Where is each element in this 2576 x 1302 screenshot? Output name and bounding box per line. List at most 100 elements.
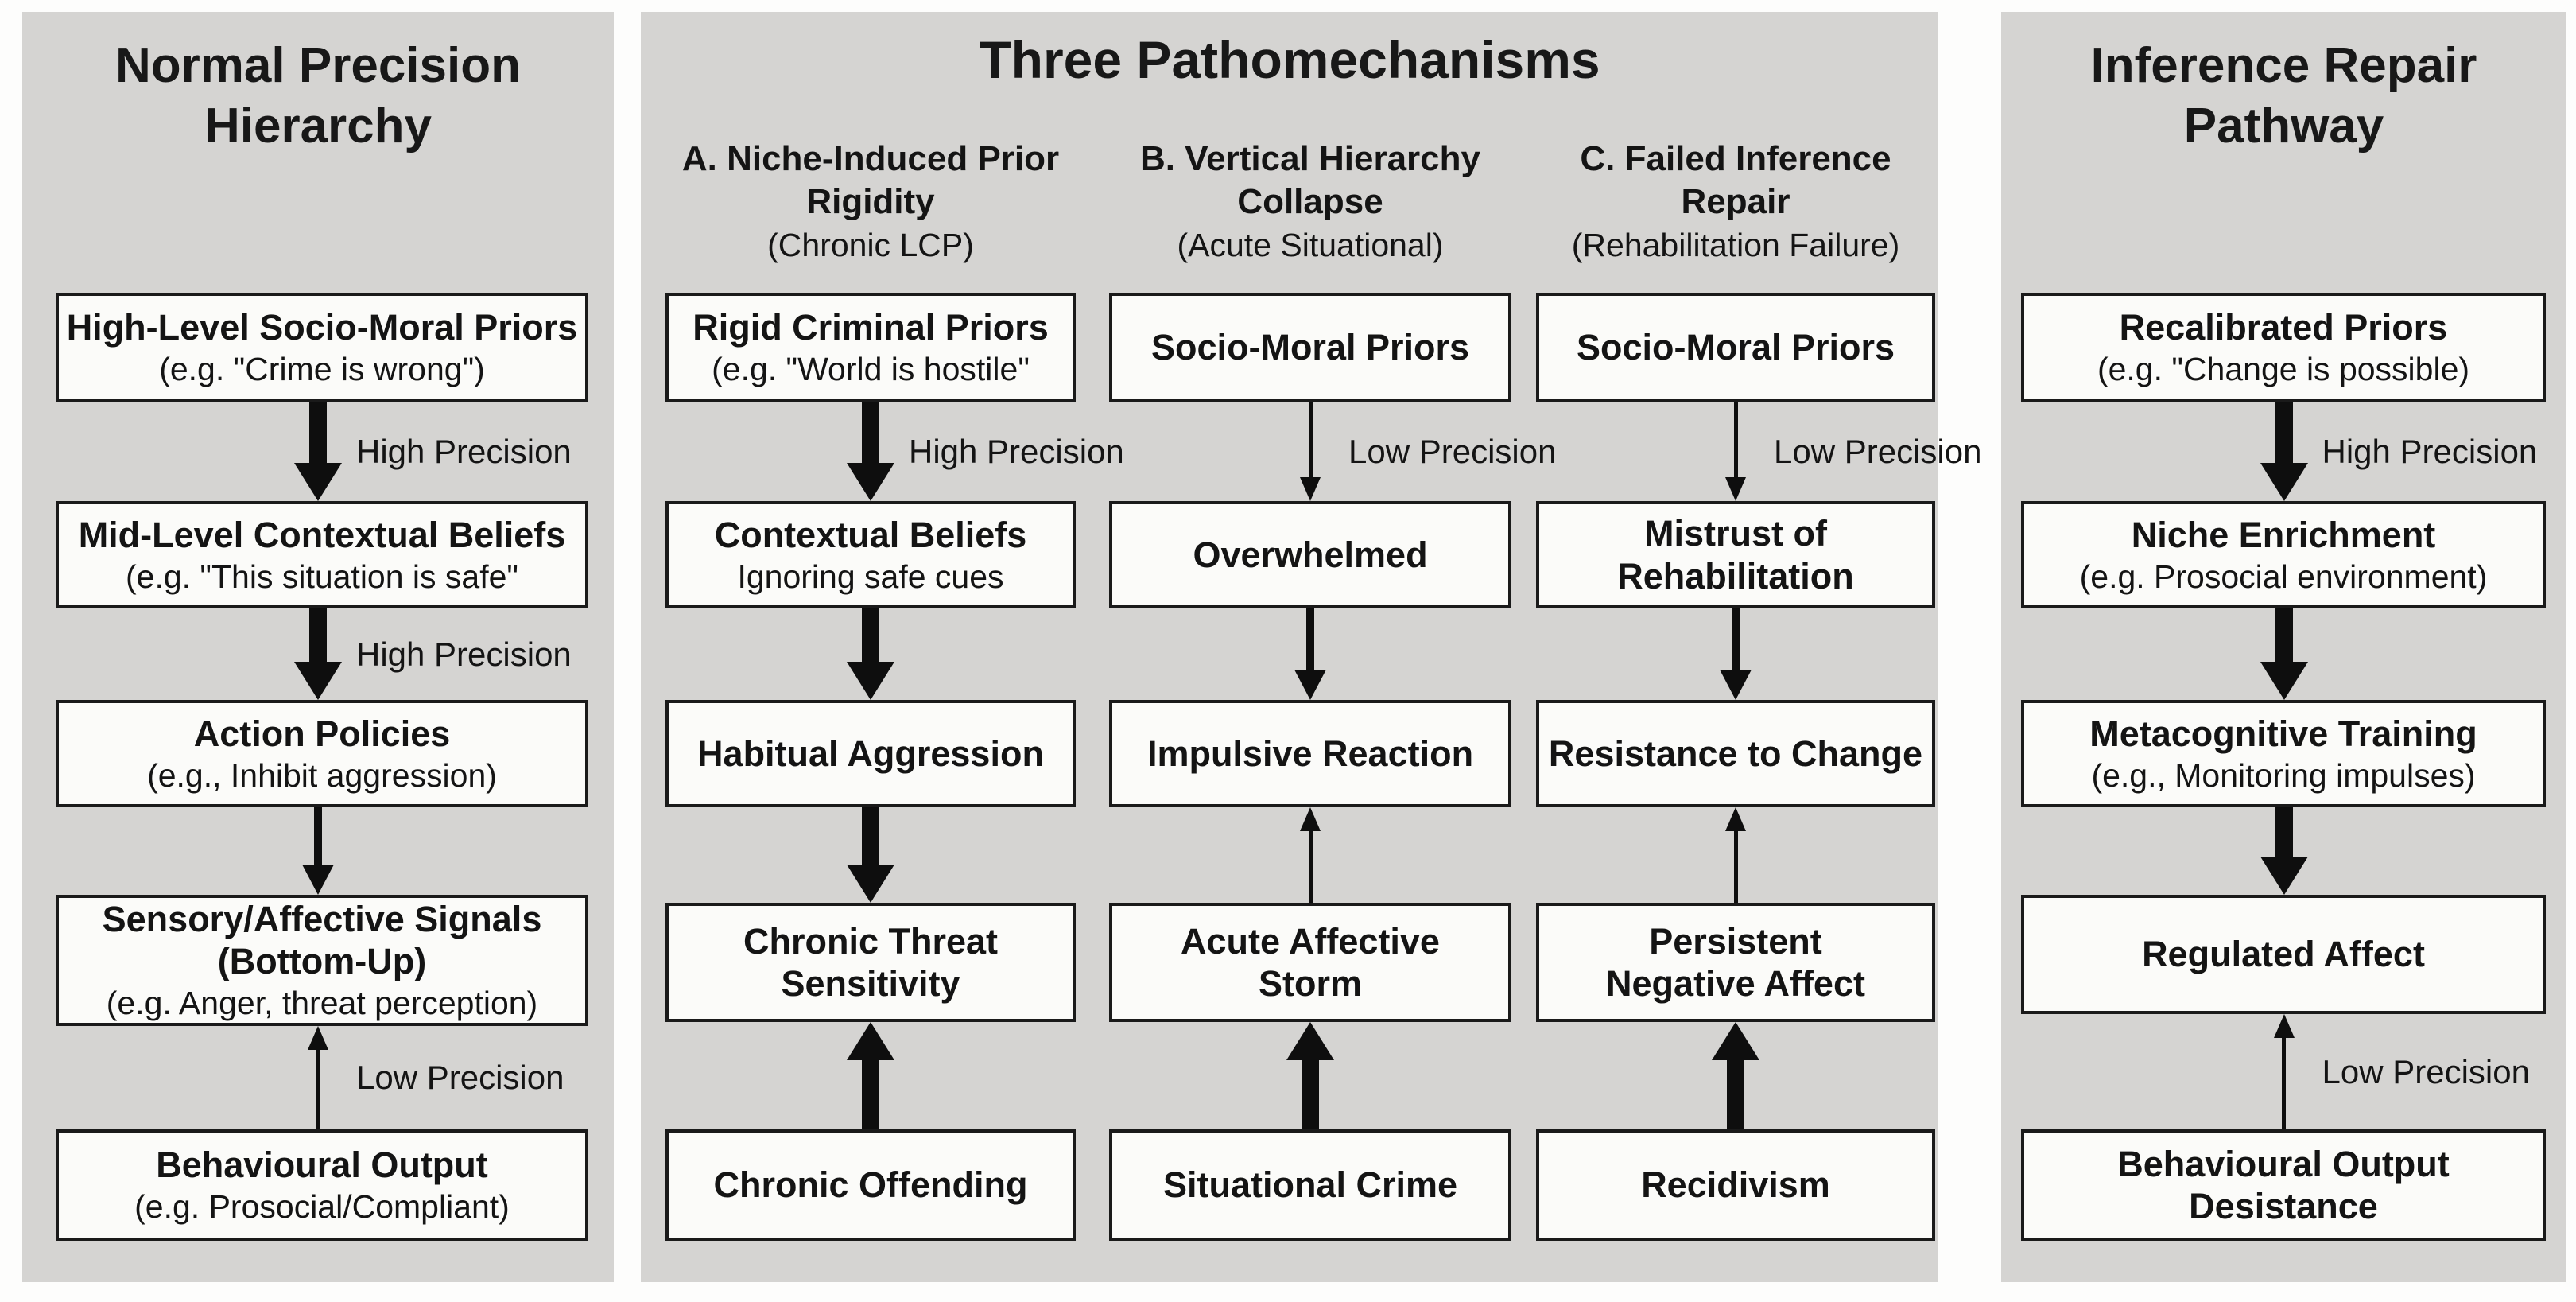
node-title: Chronic Threat Sensitivity [743, 920, 999, 1004]
panel-title-three-pathomechanisms: Three Pathomechanisms [979, 30, 1600, 89]
node-action-policies: Action Policies (e.g., Inhibit aggressio… [56, 700, 588, 807]
node-metacognitive-training: Metacognitive Training (e.g., Monitoring… [2021, 700, 2546, 807]
panel-three-pathomechanisms: Three Pathomechanisms A. Niche-Induced P… [641, 12, 1981, 1282]
node-title: Contextual Beliefs [714, 514, 1027, 555]
edge-a3 [665, 807, 1076, 903]
node-subtitle: (e.g. Prosocial environment) [2079, 558, 2488, 595]
node-sensory-affective-signals: Sensory/Affective Signals (Bottom-Up) (e… [56, 895, 588, 1026]
edge-b4 [1109, 1022, 1511, 1129]
node-situational-crime: Situational Crime [1109, 1129, 1511, 1241]
node-title: Niche Enrichment [2131, 514, 2436, 555]
node-acute-affective-storm: Acute Affective Storm [1109, 903, 1511, 1022]
node-title: Behavioural Output Desistance [2117, 1143, 2450, 1226]
node-high-level-socio-moral-priors: High-Level Socio-Moral Priors (e.g. "Cri… [56, 293, 588, 402]
node-title: Overwhelmed [1193, 534, 1428, 575]
node-socio-moral-priors-b: Socio-Moral Priors [1109, 293, 1511, 402]
edge-label: High Precision [909, 433, 1124, 470]
node-title: Socio-Moral Priors [1576, 327, 1895, 368]
node-title: Recalibrated Priors [2119, 307, 2448, 348]
edge-label: Low Precision [2322, 1052, 2530, 1090]
column-b-header-title: B. Vertical Hierarchy Collapse [1139, 139, 1480, 221]
arrow-down-icon [847, 608, 894, 700]
edge-b1: Low Precision [1109, 402, 1556, 501]
node-resistance-to-change: Resistance to Change [1536, 700, 1935, 807]
node-subtitle: (e.g. "Change is possible) [2097, 351, 2470, 388]
node-subtitle: (e.g. "Crime is wrong") [159, 351, 485, 388]
node-title: Mistrust of Rehabilitation [1617, 513, 1854, 597]
column-a-niche-induced-prior-rigidity: A. Niche-Induced Prior Rigidity (Chronic… [665, 12, 1124, 1282]
arrow-down-icon [1720, 608, 1752, 700]
node-recidivism: Recidivism [1536, 1129, 1935, 1241]
arrow-down-icon [294, 402, 342, 501]
column-b-header-subtitle: (Acute Situational) [1177, 227, 1444, 264]
node-persistent-negative-affect: Persistent Negative Affect [1536, 903, 1935, 1022]
node-title: Socio-Moral Priors [1150, 327, 1470, 368]
node-mistrust-of-rehabilitation: Mistrust of Rehabilitation [1536, 501, 1935, 608]
node-overwhelmed: Overwhelmed [1109, 501, 1511, 608]
node-title: Mid-Level Contextual Beliefs [78, 514, 566, 555]
node-subtitle: Ignoring safe cues [737, 558, 1004, 595]
node-contextual-beliefs: Contextual Beliefs Ignoring safe cues [665, 501, 1076, 608]
node-title: Sensory/Affective Signals (Bottom-Up) [102, 899, 542, 982]
node-title: Resistance to Change [1548, 733, 1923, 774]
arrow-down-icon [302, 807, 334, 895]
node-habitual-aggression: Habitual Aggression [665, 700, 1076, 807]
node-regulated-affect: Regulated Affect [2021, 895, 2546, 1014]
edge-a4 [665, 1022, 1076, 1129]
node-recalibrated-priors: Recalibrated Priors (e.g. "Change is pos… [2021, 293, 2546, 402]
edge-beliefs-to-policies: High Precision [22, 608, 614, 700]
node-chronic-threat-sensitivity: Chronic Threat Sensitivity [665, 903, 1076, 1022]
edge-b3 [1109, 807, 1511, 903]
arrow-down-icon [2260, 402, 2308, 501]
column-c-header: C. Failed Inference Repair (Rehabilitati… [1512, 138, 1959, 267]
edge-r1: High Precision [2001, 402, 2566, 501]
node-subtitle: (e.g., Monitoring impulses) [2091, 756, 2476, 794]
node-subtitle: (e.g. Prosocial/Compliant) [134, 1188, 510, 1226]
node-socio-moral-priors-c: Socio-Moral Priors [1536, 293, 1935, 402]
node-title: Recidivism [1641, 1164, 1830, 1206]
edge-c1: Low Precision [1536, 402, 1981, 501]
edge-c2 [1536, 608, 1935, 700]
arrow-up-icon [1286, 1022, 1334, 1129]
arrow-up-icon [1300, 807, 1321, 903]
node-niche-enrichment: Niche Enrichment (e.g. Prosocial environ… [2021, 501, 2546, 608]
panel-inference-repair-pathway: Inference Repair Pathway Recalibrated Pr… [2001, 12, 2566, 1282]
node-rigid-criminal-priors: Rigid Criminal Priors (e.g. "World is ho… [665, 293, 1076, 402]
arrow-down-icon [2260, 608, 2308, 700]
edge-c4 [1536, 1022, 1935, 1129]
node-subtitle: (e.g., Inhibit aggression) [147, 756, 497, 794]
node-subtitle: (e.g. Anger, threat perception) [106, 985, 538, 1022]
node-title: Metacognitive Training [2089, 713, 2477, 754]
node-title: Habitual Aggression [697, 733, 1044, 774]
arrow-down-icon [1294, 608, 1326, 700]
panel-normal-precision-hierarchy: Normal Precision Hierarchy High-Level So… [22, 12, 614, 1282]
edge-label: High Precision [2322, 433, 2538, 470]
node-impulsive-reaction: Impulsive Reaction [1109, 700, 1511, 807]
node-mid-level-contextual-beliefs: Mid-Level Contextual Beliefs (e.g. "This… [56, 501, 588, 608]
arrow-down-icon [847, 402, 894, 501]
node-title: High-Level Socio-Moral Priors [66, 307, 578, 348]
node-title: Action Policies [193, 713, 451, 754]
node-subtitle: (e.g. "World is hostile" [712, 351, 1030, 388]
node-title: Impulsive Reaction [1146, 733, 1474, 774]
arrow-up-icon [2273, 1014, 2295, 1129]
panel-title-inference-repair: Inference Repair Pathway [2090, 38, 2477, 154]
arrow-down-icon [1300, 402, 1321, 501]
column-c-header-subtitle: (Rehabilitation Failure) [1571, 227, 1900, 264]
edge-output-to-signals: Low Precision [22, 1026, 614, 1129]
column-b-vertical-hierarchy-collapse: B. Vertical Hierarchy Collapse (Acute Si… [1109, 12, 1556, 1282]
edge-label: Low Precision [356, 1059, 564, 1096]
arrow-up-icon [847, 1022, 894, 1129]
arrow-down-icon [2260, 807, 2308, 895]
arrow-up-icon [1725, 807, 1746, 903]
node-title: Regulated Affect [2142, 934, 2425, 975]
column-a-header: A. Niche-Induced Prior Rigidity (Chronic… [642, 138, 1100, 267]
column-c-failed-inference-repair: C. Failed Inference Repair (Rehabilitati… [1536, 12, 1981, 1282]
column-a-header-subtitle: (Chronic LCP) [767, 227, 974, 264]
edge-label: Low Precision [1348, 433, 1557, 470]
node-chronic-offending: Chronic Offending [665, 1129, 1076, 1241]
edge-priors-to-beliefs: High Precision [22, 402, 614, 501]
arrow-down-icon [1725, 402, 1746, 501]
arrow-down-icon [294, 608, 342, 700]
